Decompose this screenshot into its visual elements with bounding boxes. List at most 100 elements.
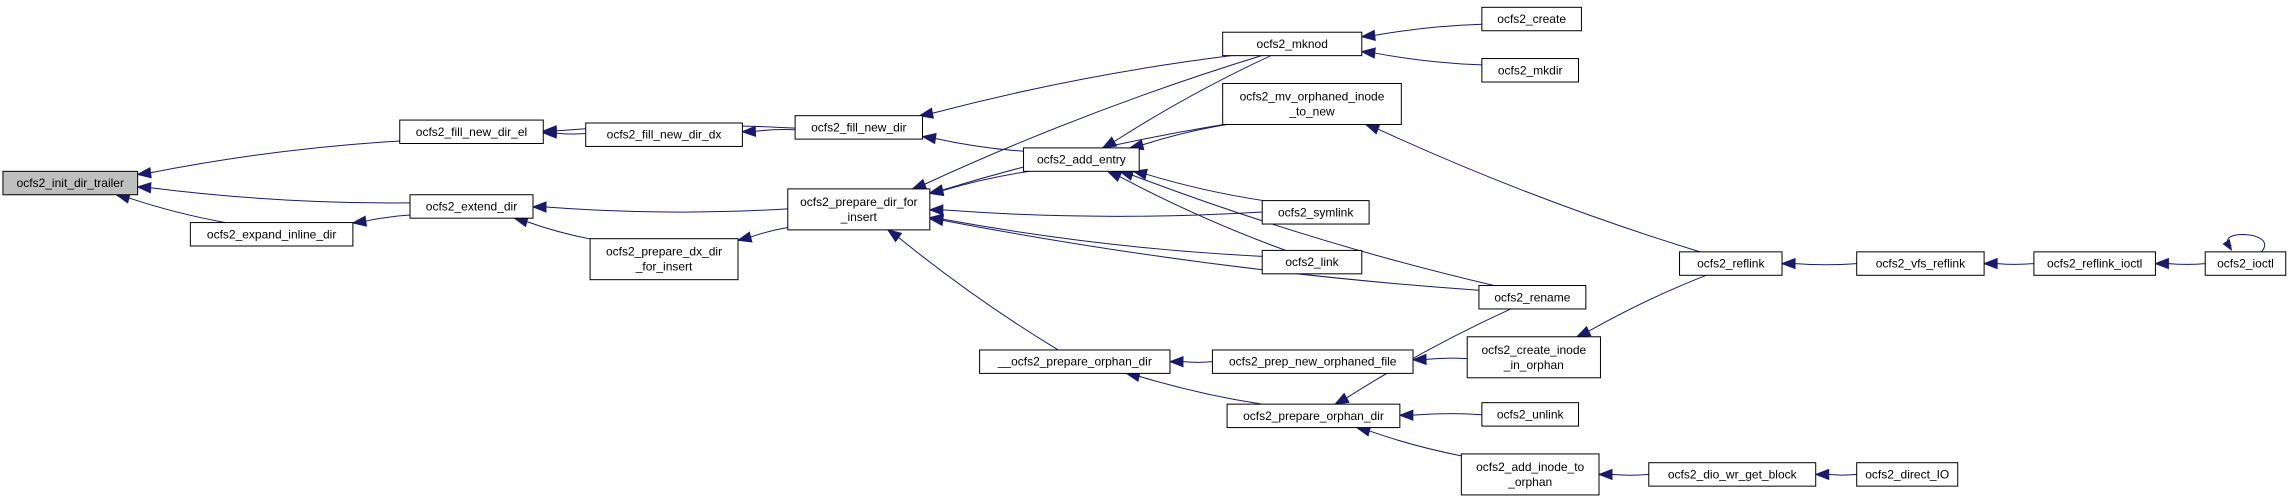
node-prepare-orphan-dir[interactable]: ocfs2_prepare_orphan_dir	[1226, 403, 1401, 429]
edge-extend-dir-to-expand-inline	[351, 214, 411, 227]
node-box	[1466, 336, 1601, 379]
edge-link-to-prepare-insert	[928, 213, 1263, 257]
node-prep-new-orphaned[interactable]: ocfs2_prep_new_orphaned_file	[1211, 349, 1414, 374]
edge-reflink-ioctl-to-vfs-reflink	[1982, 257, 2034, 270]
edge-arrowhead	[531, 201, 547, 213]
node-box	[1222, 82, 1402, 125]
node-init[interactable]: ocfs2_init_dir_trailer	[2, 170, 139, 196]
node-box	[1856, 251, 1985, 276]
node-add-inode-orphan[interactable]: ocfs2_add_inode_to_orphan	[1460, 453, 1600, 496]
node-label: ocfs2_mv_orphaned_inode	[1240, 89, 1385, 103]
node-label: ocfs2_mknod	[1257, 37, 1328, 51]
node-extend-dir[interactable]: ocfs2_extend_dir	[409, 194, 534, 219]
node-fill-el[interactable]: ocfs2_fill_new_dir_el	[399, 119, 544, 144]
node-box	[1648, 462, 1817, 487]
edge-arrowhead	[741, 125, 757, 137]
node-mknod[interactable]: ocfs2_mknod	[1222, 31, 1363, 57]
edge-line	[1412, 413, 1482, 416]
node-box	[1261, 200, 1370, 225]
node-create-inode-orphan[interactable]: ocfs2_create_inode_in_orphan	[1466, 336, 1601, 379]
node-label: ocfs2_symlink	[1278, 205, 1354, 219]
node-mkdir[interactable]: ocfs2_mkdir	[1481, 58, 1580, 83]
edge-ioctl-to-reflink-ioctl	[2154, 257, 2206, 270]
node-reflink-ioctl[interactable]: ocfs2_reflink_ioctl	[2033, 251, 2156, 276]
node-box	[1481, 6, 1582, 32]
edge-arrowhead	[736, 231, 753, 243]
edge-line	[1132, 174, 1495, 287]
edge-line	[556, 132, 586, 135]
node-box	[794, 115, 923, 140]
node-box	[189, 222, 354, 247]
edge-line	[942, 219, 1479, 291]
edge-line	[1182, 361, 1213, 363]
edge-prepare-orphan-dir-priv-to-prepare-insert	[886, 229, 1059, 351]
node-box	[787, 188, 931, 231]
edge-line	[750, 227, 788, 238]
edge-line	[1346, 308, 1511, 399]
node-label: _insert	[840, 210, 878, 224]
node-prepare-orphan-dir-priv[interactable]: __ocfs2_prepare_orphan_dir	[979, 349, 1171, 374]
edge-add-entry-to-prepare-insert	[928, 170, 1030, 197]
node-direct-io[interactable]: ocfs2_direct_IO	[1856, 462, 1959, 487]
node-label: ocfs2_prepare_dir_for	[800, 195, 917, 209]
nodes-layer: ocfs2_init_dir_trailer ocfs2_fill_new_dir…	[2, 6, 2287, 496]
edge-arrowhead	[1106, 170, 1123, 183]
node-box	[1211, 349, 1414, 374]
node-dio-wr[interactable]: ocfs2_dio_wr_get_block	[1648, 462, 1817, 487]
node-label: ocfs2_mkdir	[1498, 63, 1563, 77]
node-label: ocfs2_init_dir_trailer	[17, 176, 124, 190]
edge-line	[755, 129, 796, 132]
edges-layer	[114, 23, 2265, 481]
node-label: _orphan	[1507, 475, 1552, 489]
node-label: ocfs2_add_inode_to	[1476, 460, 1584, 474]
edge-line	[1119, 176, 1286, 251]
node-symlink[interactable]: ocfs2_symlink	[1261, 200, 1370, 225]
edge-arrowhead	[541, 125, 557, 137]
node-rename[interactable]: ocfs2_rename	[1478, 285, 1587, 310]
node-ioctl[interactable]: ocfs2_ioctl	[2204, 251, 2287, 276]
node-box	[1222, 31, 1363, 57]
edge-fill-el-to-init	[136, 140, 400, 179]
edge-line	[1588, 274, 1707, 332]
edge-extend-dir-to-init	[136, 182, 411, 204]
node-unlink[interactable]: ocfs2_unlink	[1481, 402, 1580, 427]
edge-line	[2168, 263, 2206, 265]
node-link[interactable]: ocfs2_link	[1261, 249, 1363, 275]
node-fill-new-dir[interactable]: ocfs2_fill_new_dir	[794, 115, 923, 140]
node-label: ocfs2_reflink_ioctl	[2047, 257, 2142, 271]
edge-line	[128, 197, 226, 224]
node-prepare-insert[interactable]: ocfs2_prepare_dir_for_insert	[787, 188, 931, 231]
node-expand-inline[interactable]: ocfs2_expand_inline_dir	[189, 222, 354, 247]
node-prepare-dx[interactable]: ocfs2_prepare_dx_dir_for_insert	[589, 238, 739, 281]
edge-add-entry-to-fill-new-dir	[921, 132, 1024, 152]
edge-arrowhead	[1398, 409, 1414, 421]
edge-arrowhead	[136, 182, 152, 194]
node-add-entry[interactable]: ocfs2_add_entry	[1023, 147, 1140, 172]
edge-line	[1425, 357, 1468, 360]
node-box	[1481, 58, 1580, 83]
edge-vfs-reflink-to-reflink	[1780, 257, 1857, 270]
edge-line	[942, 209, 1263, 217]
node-box	[2, 170, 139, 196]
edge-create-to-mknod	[1360, 23, 1482, 41]
node-label: ocfs2_prepare_dx_dir	[606, 245, 722, 259]
edge-line	[545, 206, 788, 213]
node-create[interactable]: ocfs2_create	[1481, 6, 1582, 32]
edge-arrowhead	[1982, 257, 1998, 270]
node-fill-dx[interactable]: ocfs2_fill_new_dir_dx	[585, 122, 743, 147]
node-box	[409, 194, 534, 219]
edge-mv-orphaned-to-add-entry	[1128, 123, 1228, 151]
edge-arrowhead	[1364, 123, 1381, 135]
edge-prepare-orphan-dir-to-prepare-orphan-dir-priv	[1125, 370, 1262, 405]
edge-line	[1374, 52, 1482, 66]
edge-line	[365, 214, 411, 222]
edge-line	[1145, 173, 1264, 202]
node-label: ocfs2_fill_new_dir_el	[416, 125, 527, 139]
edge-arrowhead	[1814, 468, 1830, 481]
node-mv-orphaned[interactable]: ocfs2_mv_orphaned_inode_to_new	[1222, 82, 1402, 125]
node-label: _to_new	[1288, 104, 1335, 118]
node-vfs-reflink[interactable]: ocfs2_vfs_reflink	[1856, 251, 1985, 276]
edge-arrowhead	[1333, 392, 1350, 405]
node-label: ocfs2_ioctl	[2217, 257, 2274, 271]
node-reflink[interactable]: ocfs2_reflink	[1679, 251, 1783, 276]
